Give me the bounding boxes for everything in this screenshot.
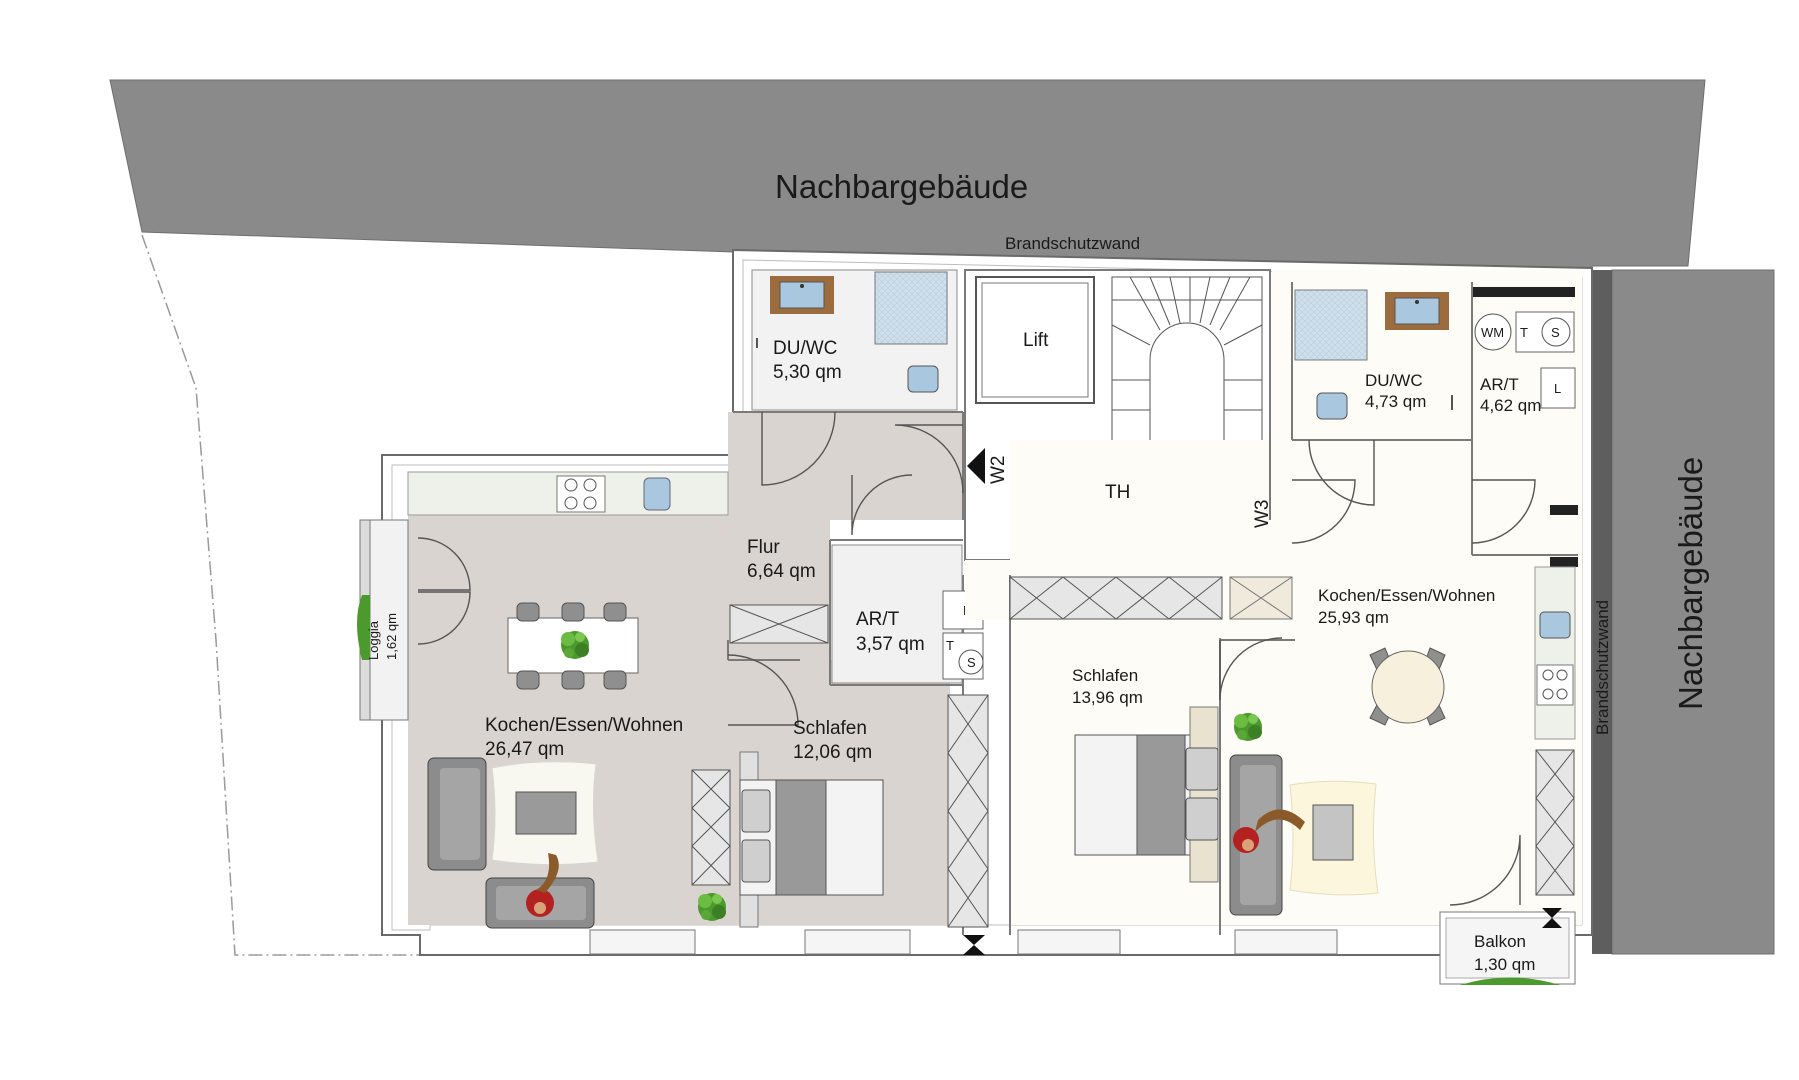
left-bath-shower: [874, 271, 948, 345]
right-store-l-label: L: [1554, 381, 1561, 396]
right-living-area: 25,93 qm: [1318, 608, 1389, 627]
person-icon: [1233, 809, 1305, 853]
right-bath-shower: [1294, 289, 1368, 361]
right-bed-area: 13,96 qm: [1072, 688, 1143, 707]
right-bed-wardrobe: [1009, 576, 1223, 620]
left-living-name: Kochen/Essen/Wohnen: [485, 715, 683, 736]
left-bed: [739, 751, 884, 928]
balcony: [1439, 911, 1576, 985]
balcony-area: 1,30 qm: [1474, 955, 1535, 974]
left-store-name: AR/T: [856, 609, 900, 630]
right-tall-cabinet: [1535, 749, 1575, 896]
left-store-area: 3,57 qm: [856, 634, 925, 655]
left-bath-area: 5,30 qm: [773, 362, 842, 383]
right-dining-table: [1369, 647, 1446, 726]
loggia-area: 1,62 qm: [384, 613, 399, 660]
right-store-t-label: T: [1520, 325, 1528, 340]
left-bed-name: Schlafen: [793, 718, 867, 739]
left-store-t-label: T: [946, 638, 954, 653]
loggia-name: Loggia: [366, 620, 381, 660]
balcony-name: Balkon: [1474, 932, 1526, 951]
right-store-appliances: WM T S L: [1473, 287, 1576, 409]
left-hall-name: Flur: [747, 537, 780, 558]
left-bed-wardrobe: [947, 694, 989, 928]
w2-label: W2: [988, 456, 1009, 485]
cooktop-icon: [556, 475, 606, 513]
loggia: Loggia 1,62 qm: [357, 519, 409, 721]
right-bed: [1074, 706, 1219, 883]
left-hall-area: 6,64 qm: [747, 561, 816, 582]
left-bath-toilet: [907, 365, 939, 393]
right-living-name: Kochen/Essen/Wohnen: [1318, 586, 1495, 605]
left-hall-wardrobe: [729, 604, 829, 644]
plant-icon: [698, 893, 726, 921]
left-living-area: 26,47 qm: [485, 739, 564, 760]
wm-label: WM: [1481, 325, 1504, 340]
window: [804, 929, 911, 955]
staircase: [1111, 276, 1263, 458]
neighbor-top-label: Nachbargebäude: [775, 168, 1028, 205]
plant-icon: [1234, 713, 1262, 741]
neighbor-right-label: Nachbargebäude: [1672, 457, 1709, 710]
left-store-s-label: S: [967, 655, 976, 670]
right-store-name: AR/T: [1480, 375, 1519, 394]
lift-label: Lift: [1023, 330, 1049, 351]
left-rug: [491, 761, 599, 866]
property-line: [141, 234, 420, 956]
w2-arrow-icon: [967, 448, 985, 484]
right-bath-area: 4,73 qm: [1365, 392, 1426, 411]
w3-label: W3: [1252, 500, 1273, 529]
right-bath-washbasin: [1385, 292, 1449, 330]
sink-icon: [643, 477, 671, 511]
right-hall-wardrobe: [1229, 576, 1293, 620]
firewall-right-label: Brandschutzwand: [1593, 600, 1612, 735]
window: [589, 929, 696, 955]
left-bed-area: 12,06 qm: [793, 742, 872, 763]
right-kitchen-counter: [1534, 566, 1576, 740]
left-bath-washbasin: [770, 276, 834, 314]
window: [1017, 929, 1121, 955]
lift: [975, 276, 1095, 404]
left-store-floor: [831, 544, 963, 684]
right-bath-name: DU/WC: [1365, 371, 1423, 390]
left-dining-table: [507, 602, 639, 690]
right-bath-toilet: [1316, 392, 1348, 420]
window: [1234, 929, 1338, 955]
left-bath-name: DU/WC: [773, 338, 837, 359]
firewall-top-label: Brandschutzwand: [1005, 234, 1140, 253]
right-rug: [1289, 780, 1379, 896]
person-icon: [526, 853, 559, 917]
neighbor-building-right: [1611, 269, 1775, 955]
hall-th-label: TH: [1105, 482, 1130, 503]
column-marker: [963, 908, 1562, 955]
right-bed-name: Schlafen: [1072, 666, 1138, 685]
left-bed-dresser: [691, 769, 731, 886]
right-store-area: 4,62 qm: [1480, 396, 1541, 415]
left-sofa: [427, 757, 487, 871]
right-store-s-label: S: [1551, 325, 1560, 340]
